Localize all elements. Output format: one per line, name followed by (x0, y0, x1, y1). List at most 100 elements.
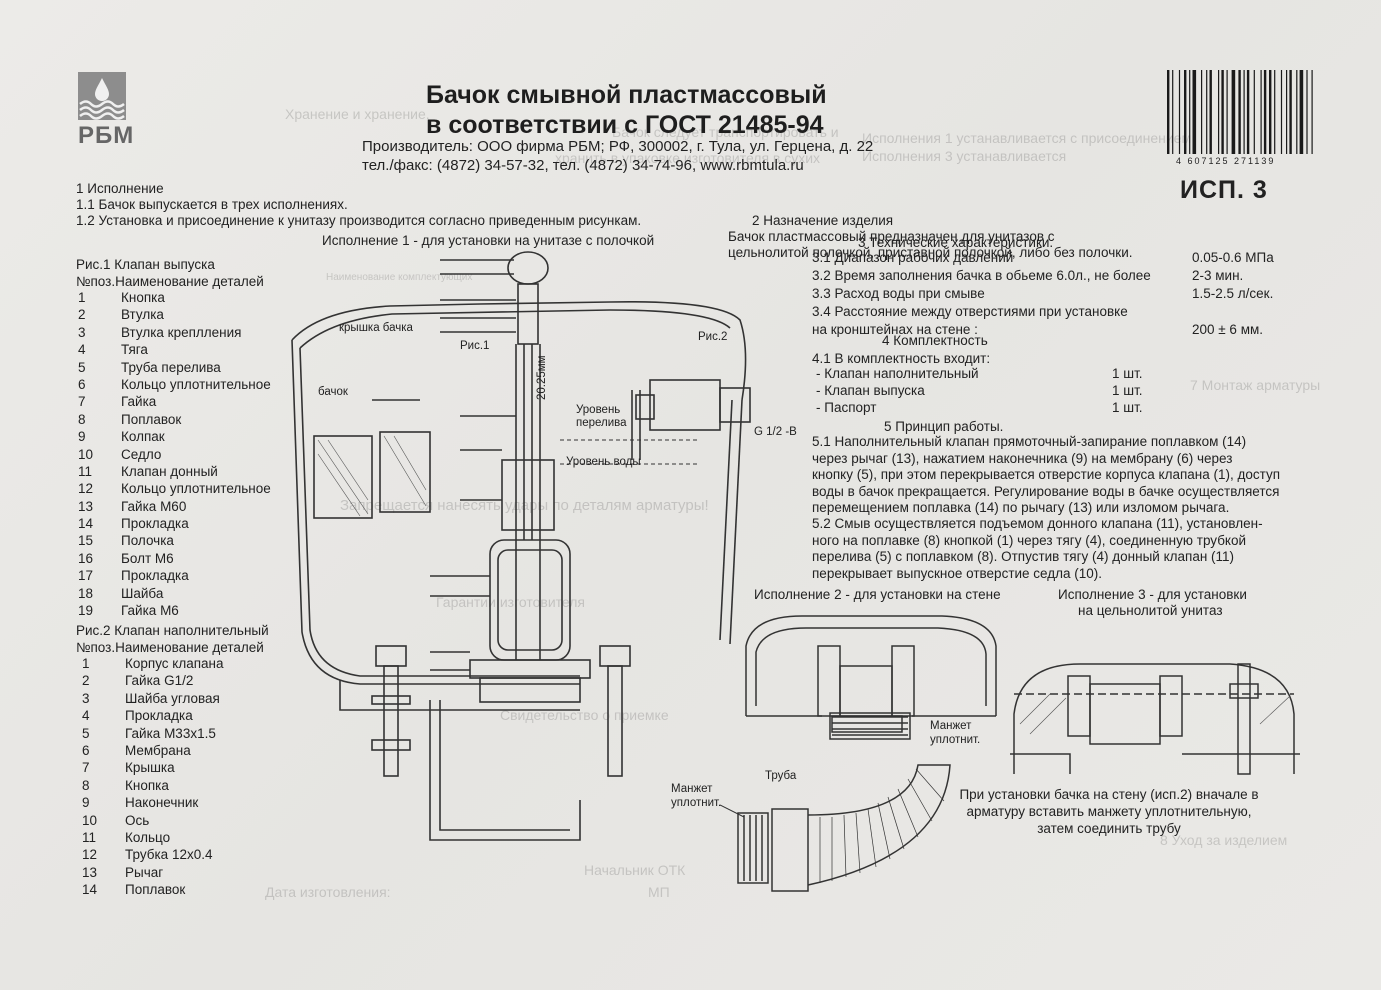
barcode-bar (1238, 70, 1241, 154)
kit-row-value: 1 шт. (1112, 400, 1143, 415)
part-row-key: 7 (82, 760, 90, 776)
variant2-caption: Исполнение 2 - для установки на стене (754, 587, 1001, 602)
label-fig2: Рис.2 (698, 331, 728, 343)
part-row-value: Втулка (121, 307, 164, 323)
barcode-bar (1280, 70, 1283, 154)
purpose-line: Бачок пластмассовый предназначен для уни… (728, 229, 1055, 244)
variant2-wall-drawing (745, 615, 997, 733)
part-row-key: 1 (82, 656, 90, 671)
barcode-bar (1189, 70, 1191, 154)
barcode-bar (1218, 70, 1220, 154)
part-row-key: 5 (78, 359, 86, 375)
part-row-key: 3 (82, 690, 90, 706)
part-row-key: 2 (78, 307, 86, 323)
barcode-bar (1253, 70, 1255, 154)
bleed-through-text: Свидетельство о приемке (500, 707, 669, 723)
spec-row-key: 3.4 Расстояние между отверстиями при уст… (812, 304, 1128, 319)
part-row-value: Шайба угловая (125, 690, 220, 706)
brand-name: РБМ (78, 122, 135, 149)
bleed-through-text: МП (648, 884, 670, 900)
section-heading: 5 Принцип работы. (884, 419, 1004, 434)
part-row-key: 12 (82, 847, 98, 863)
kit-row-key: - Клапан наполнительный (816, 366, 979, 381)
part-row-key: 8 (78, 411, 86, 427)
spec-row: 3.2 Время заполнения бачка в обьеме 6.0л… (812, 268, 1372, 286)
variant3-caption: Исполнение 3 - для установки (1058, 587, 1247, 602)
variant3-monolithic-drawing (1010, 663, 1300, 775)
kit-row-key: - Паспорт (816, 400, 877, 415)
drop-waves-logo-icon (78, 72, 126, 120)
part-row-value: Шайба (121, 585, 164, 601)
barcode-bar (1274, 70, 1276, 154)
brand-logo: РБМ (78, 72, 134, 150)
part-row-value: Гайка М33х1.5 (125, 725, 216, 741)
figure-caption: Исполнение 1 - для установки на унитазе … (322, 233, 655, 248)
barcode-bar (1184, 70, 1187, 154)
part-row-value: Прокладка (121, 516, 189, 532)
part-row-value: Мембрана (125, 742, 191, 758)
kit-row-key: - Клапан выпуска (816, 383, 925, 398)
label-thread: G 1/2 -B (754, 426, 797, 438)
label-fig1: Рис.1 (460, 340, 490, 352)
barcode-icon (1167, 70, 1313, 154)
principle-paragraph-2: 5.2 Смыв осуществляется подъемом донного… (812, 516, 1263, 581)
part-row-key: 14 (78, 516, 94, 532)
principle-paragraph-1: 5.1 Наполнительный клапан прямоточный-за… (812, 434, 1281, 515)
kit-row-value: 1 шт. (1112, 366, 1143, 381)
barcode-bar (1296, 70, 1298, 154)
part-row-key: 8 (82, 777, 90, 793)
part-row-value: Прокладка (121, 568, 189, 584)
section-heading: 3 Технические характеристики. (858, 235, 1054, 250)
barcode-bar (1226, 70, 1228, 154)
bleed-through-text: Хранение и хранение. (285, 106, 430, 122)
variant3-caption: на цельнолитой унитаз (1078, 603, 1223, 618)
bleed-through-text: 8 Уход за изделием (1160, 832, 1288, 848)
spec-row-value: 1.5-2.5 л/сек. (1192, 286, 1274, 301)
part-row-value: Крышка (125, 760, 175, 776)
variant-badge: ИСП. 3 (1180, 176, 1268, 204)
spec-row-key: 3.1 Диапазон рабочих давлений (812, 250, 1014, 265)
bleed-through-text: 7 Монтаж арматуры (1190, 377, 1321, 393)
title-line: Бачок смывной пластмассовый (426, 81, 827, 109)
part-row-value: Наконечник (125, 795, 199, 811)
part-row-key: 14 (82, 882, 98, 898)
part-row: 8 Кнопка (82, 778, 302, 795)
part-row-key: 10 (82, 812, 98, 828)
document-title: Бачок смывной пластмассовый в соответств… (426, 80, 827, 140)
label-tank: бачок (318, 386, 348, 398)
kit-row: - Паспорт 1 шт. (816, 400, 1236, 417)
label-dimension: 20.25мм (536, 355, 548, 400)
barcode-bar (1209, 70, 1212, 154)
purpose-line: цельнолитой полочкой, приставной полочко… (728, 245, 1133, 260)
barcode-bar (1289, 70, 1292, 154)
part-row-value: Тяга (121, 342, 148, 358)
part-row: 14 Прокладка (78, 516, 298, 533)
manufacturer-info: Производитель: ООО фирма РБМ; РФ, 300002… (362, 137, 873, 175)
wall-note-line: арматуру вставить манжету уплотнительную… (966, 804, 1252, 819)
part-row-value: Гайка G1/2 (125, 673, 194, 689)
part-row-value: Кнопка (125, 777, 169, 793)
cuff-pipe-drawing (720, 712, 951, 892)
part-row-value: Кольцо уплотнительное (121, 481, 271, 497)
bleed-through-text: Гарантии изготовителя (436, 594, 585, 610)
label-overflow-level: Уровень (576, 404, 621, 416)
part-row-key: 4 (78, 342, 86, 358)
kit-list: - Клапан наполнительный 1 шт. - Клапан вып… (816, 366, 1236, 417)
barcode-bar (1231, 70, 1236, 154)
part-row-value: Седло (121, 446, 162, 462)
part-row: 7 Крышка (82, 760, 302, 777)
manufacturer-phone: тел./факс: (4872) 34-57-32, тел. (4872) … (362, 157, 804, 174)
part-row-value: Поплавок (121, 411, 182, 427)
barcode-bar (1221, 70, 1224, 154)
